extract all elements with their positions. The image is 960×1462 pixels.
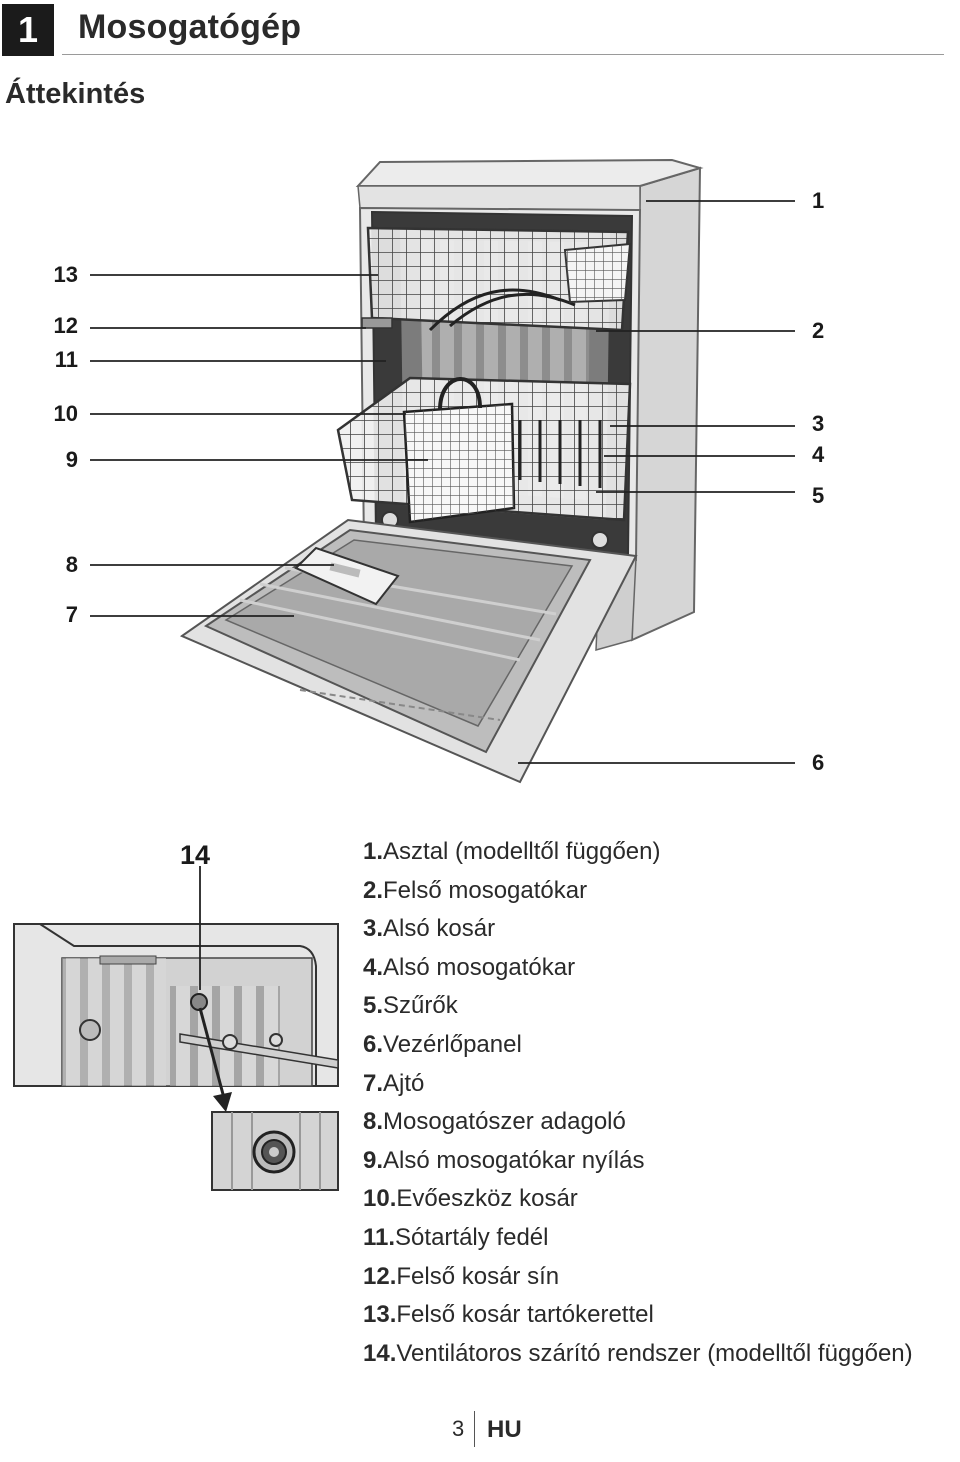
title-divider	[62, 54, 944, 55]
page-number: 3	[452, 1416, 465, 1441]
legend-item: 12.Felső kosár sín	[363, 1262, 560, 1290]
callout-5: 5	[812, 483, 825, 508]
legend-item: 6.Vezérlőpanel	[363, 1030, 522, 1058]
chapter-title: Mosogatógép	[78, 8, 302, 46]
legend-item: 2.Felső mosogatókar	[363, 876, 588, 904]
fan-drying-detail	[13, 866, 339, 1191]
callout-7: 7	[65, 602, 78, 627]
callout-13: 13	[53, 262, 78, 287]
callout-9: 9	[65, 447, 78, 472]
legend-item: 4.Alsó mosogatókar	[363, 953, 576, 981]
legend-item: 11.Sótartály fedél	[363, 1223, 549, 1251]
legend-item: 9.Alsó mosogatókar nyílás	[363, 1146, 645, 1174]
callout-14: 14	[180, 840, 211, 870]
callout-2: 2	[812, 318, 825, 343]
upper-basket	[361, 226, 632, 332]
callout-leader-lines	[90, 200, 795, 764]
callout-1: 1	[812, 188, 825, 213]
dishwasher-illustration	[13, 158, 795, 1191]
legend-item: 5.Szűrők	[363, 992, 458, 1020]
callout-10: 10	[53, 401, 78, 426]
open-door	[179, 518, 638, 784]
callout-6: 6	[812, 750, 825, 775]
legend-item: 10.Evőeszköz kosár	[363, 1185, 578, 1213]
callout-11: 11	[54, 347, 78, 372]
legend-item: 3.Alsó kosár	[363, 915, 496, 943]
chapter-number-box: 1	[2, 4, 54, 56]
section-title: Áttekintés	[5, 78, 146, 110]
footer-divider	[474, 1411, 475, 1447]
legend-item: 8.Mosogatószer adagoló	[363, 1108, 626, 1136]
callout-12: 12	[53, 313, 78, 338]
legend-item: 7.Ajtó	[363, 1069, 425, 1097]
parts-legend: 1.Asztal (modelltől függően) 2.Felső mos…	[363, 833, 913, 1373]
language-code: HU	[487, 1416, 522, 1443]
callout-4: 4	[812, 442, 825, 467]
legend-item: 13.Felső kosár tartókerettel	[363, 1301, 654, 1329]
lower-basket	[336, 376, 632, 549]
legend-item: 1.Asztal (modelltől függően)	[363, 838, 661, 865]
legend-item: 14.Ventilátoros szárító rendszer (modell…	[363, 1339, 913, 1367]
callout-8: 8	[65, 552, 78, 577]
callout-3: 3	[812, 411, 825, 436]
